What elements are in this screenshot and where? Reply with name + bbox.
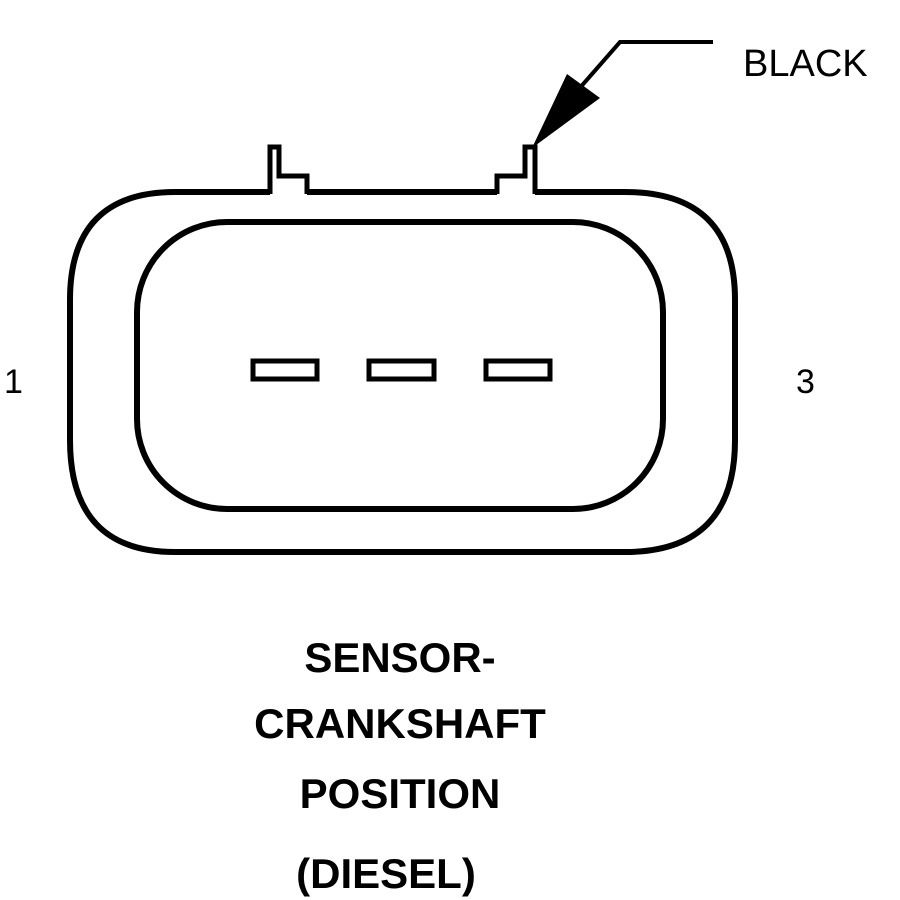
left-latch-tab (267, 144, 310, 194)
caption-line-3: POSITION (300, 770, 501, 817)
pin-left-number: 1 (4, 363, 23, 401)
terminal-pin-3 (483, 358, 553, 382)
wire-color-label: BLACK (743, 43, 868, 85)
terminal-pin-1 (250, 358, 320, 382)
connector-inner-cavity (134, 219, 666, 512)
terminal-pin-2 (366, 358, 437, 382)
pin-right-number: 3 (796, 363, 815, 401)
leader-line (576, 40, 713, 92)
caption-line-4: (DIESEL) (296, 850, 476, 897)
connector-outer-housing (67, 189, 738, 555)
leader-arrowhead (532, 74, 600, 148)
right-latch-tab (494, 144, 538, 194)
caption-line-1: SENSOR- (304, 634, 495, 681)
caption-line-2: CRANKSHAFT (254, 700, 546, 747)
